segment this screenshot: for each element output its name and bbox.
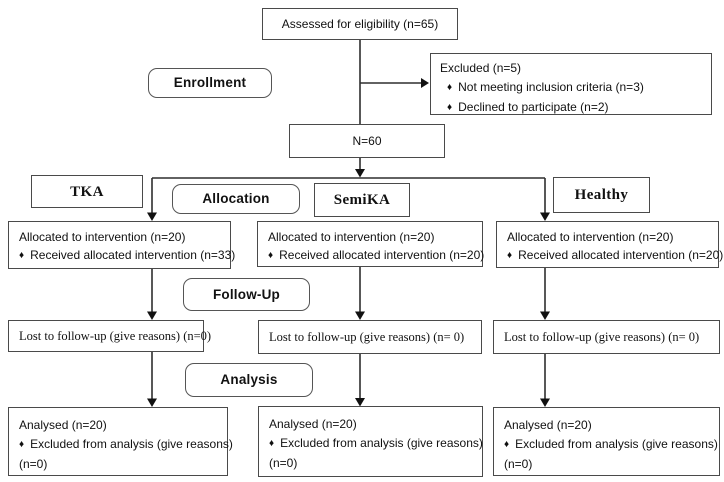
lost-label: Lost to follow-up (give reasons) (n= 0) bbox=[504, 330, 700, 344]
lost-box-semika: Lost to follow-up (give reasons) (n= 0) bbox=[258, 320, 482, 354]
analysed-line2: ♦ Excluded from analysis (give reasons) bbox=[504, 435, 718, 455]
allocated-line1: Allocated to intervention (n=20) bbox=[268, 230, 435, 244]
arrowhead-down-lost-left bbox=[147, 311, 157, 320]
analysed-line3: (n=0) bbox=[269, 456, 298, 470]
enrollment-label: Enrollment bbox=[173, 75, 247, 90]
lost-label: Lost to follow-up (give reasons) (n= 0) bbox=[269, 330, 465, 344]
analysed-line1: Analysed (n=20) bbox=[269, 417, 357, 431]
group-box-healthy: Healthy bbox=[553, 177, 650, 213]
analysed-box-tka: Analysed (n=20) ♦ Excluded from analysis … bbox=[8, 407, 233, 476]
excluded-item: ♦ Declined to participate (n=2) bbox=[440, 98, 705, 118]
diamond-bullet-icon: ♦ bbox=[504, 439, 510, 450]
stage-label-analysis: Analysis bbox=[185, 363, 313, 397]
allocated-box-tka: Allocated to intervention (n=20) ♦ Receiv… bbox=[8, 221, 235, 269]
arrowhead-down-alloc-left bbox=[147, 212, 157, 221]
allocated-line2: ♦ Received allocated intervention (n=20) bbox=[507, 246, 723, 266]
analysed-line1: Analysed (n=20) bbox=[504, 418, 592, 432]
arrowhead-down-alloc-right bbox=[540, 212, 550, 221]
arrowhead-down-analysed-middle bbox=[355, 398, 365, 407]
diamond-bullet-icon: ♦ bbox=[19, 250, 25, 261]
excluded-title: Excluded (n=5) bbox=[440, 61, 522, 75]
analysed-box-semika: Analysed (n=20) ♦ Excluded from analysis … bbox=[258, 406, 483, 477]
allocated-line2: ♦ Received allocated intervention (n=20) bbox=[268, 246, 484, 266]
stage-label-allocation: Allocation bbox=[172, 184, 300, 214]
diamond-bullet-icon: ♦ bbox=[447, 102, 453, 113]
arrowhead-down-lost-right bbox=[540, 311, 550, 320]
analysed-box-healthy: Analysed (n=20) ♦ Excluded from analysis … bbox=[493, 407, 720, 476]
diamond-bullet-icon: ♦ bbox=[19, 439, 25, 450]
stage-label-enrollment: Enrollment bbox=[148, 68, 272, 98]
arrowhead-right-excluded bbox=[421, 78, 429, 88]
n60-label: N=60 bbox=[352, 134, 382, 148]
lost-box-healthy: Lost to follow-up (give reasons) (n= 0) bbox=[493, 320, 720, 354]
excluded-item-text: Declined to participate (n=2) bbox=[458, 100, 609, 114]
allocated-line1: Allocated to intervention (n=20) bbox=[507, 230, 674, 244]
n60-box: N=60 bbox=[289, 124, 445, 158]
allocated-line1: Allocated to intervention (n=20) bbox=[19, 230, 186, 244]
assessed-eligibility-box: Assessed for eligibility (n=65) bbox=[262, 8, 458, 40]
assessed-eligibility-label: Assessed for eligibility (n=65) bbox=[281, 17, 439, 31]
allocated-line2: ♦ Received allocated intervention (n=33) bbox=[19, 246, 235, 266]
lost-label: Lost to follow-up (give reasons) (n=0) bbox=[19, 329, 212, 343]
diamond-bullet-icon: ♦ bbox=[507, 250, 513, 261]
analysed-line1: Analysed (n=20) bbox=[19, 418, 107, 432]
analysed-line2: ♦ Excluded from analysis (give reasons) bbox=[19, 435, 233, 455]
group-label-semika: SemiKA bbox=[333, 192, 391, 208]
allocated-line2-text: Received allocated intervention (n=20) bbox=[518, 248, 724, 262]
arrowhead-down-lost-middle bbox=[355, 311, 365, 320]
followup-label: Follow-Up bbox=[212, 286, 281, 302]
analysed-line2: ♦ Excluded from analysis (give reasons) bbox=[269, 434, 483, 454]
analysed-line3: (n=0) bbox=[19, 457, 48, 471]
excluded-item-text: Not meeting inclusion criteria (n=3) bbox=[458, 80, 644, 94]
group-box-tka: TKA bbox=[31, 175, 143, 208]
lost-box-tka: Lost to follow-up (give reasons) (n=0) bbox=[8, 320, 211, 352]
diamond-bullet-icon: ♦ bbox=[447, 82, 453, 93]
excluded-box: Excluded (n=5) ♦ Not meeting inclusion cr… bbox=[430, 53, 712, 115]
diamond-bullet-icon: ♦ bbox=[269, 438, 275, 449]
diamond-bullet-icon: ♦ bbox=[268, 250, 274, 261]
group-label-tka: TKA bbox=[70, 183, 104, 200]
group-box-semika: SemiKA bbox=[314, 183, 410, 217]
allocated-box-healthy: Allocated to intervention (n=20) ♦ Receiv… bbox=[496, 221, 723, 268]
analysis-label: Analysis bbox=[220, 372, 278, 387]
allocated-line2-text: Received allocated intervention (n=33) bbox=[30, 248, 236, 262]
analysed-line2-text: Excluded from analysis (give reasons) bbox=[515, 437, 718, 451]
allocated-line2-text: Received allocated intervention (n=20) bbox=[279, 248, 485, 262]
allocation-label: Allocation bbox=[202, 191, 270, 206]
analysed-line3: (n=0) bbox=[504, 457, 533, 471]
arrowhead-down-n60 bbox=[355, 169, 365, 178]
stage-label-followup: Follow-Up bbox=[183, 278, 310, 311]
allocated-box-semika: Allocated to intervention (n=20) ♦ Receiv… bbox=[257, 221, 484, 267]
arrowhead-down-analysed-left bbox=[147, 398, 157, 407]
analysed-line2-text: Excluded from analysis (give reasons) bbox=[280, 436, 483, 450]
group-label-healthy: Healthy bbox=[574, 187, 629, 203]
analysed-line2-text: Excluded from analysis (give reasons) bbox=[30, 437, 233, 451]
excluded-item: ♦ Not meeting inclusion criteria (n=3) bbox=[440, 78, 705, 98]
arrowhead-down-analysed-right bbox=[540, 398, 550, 407]
